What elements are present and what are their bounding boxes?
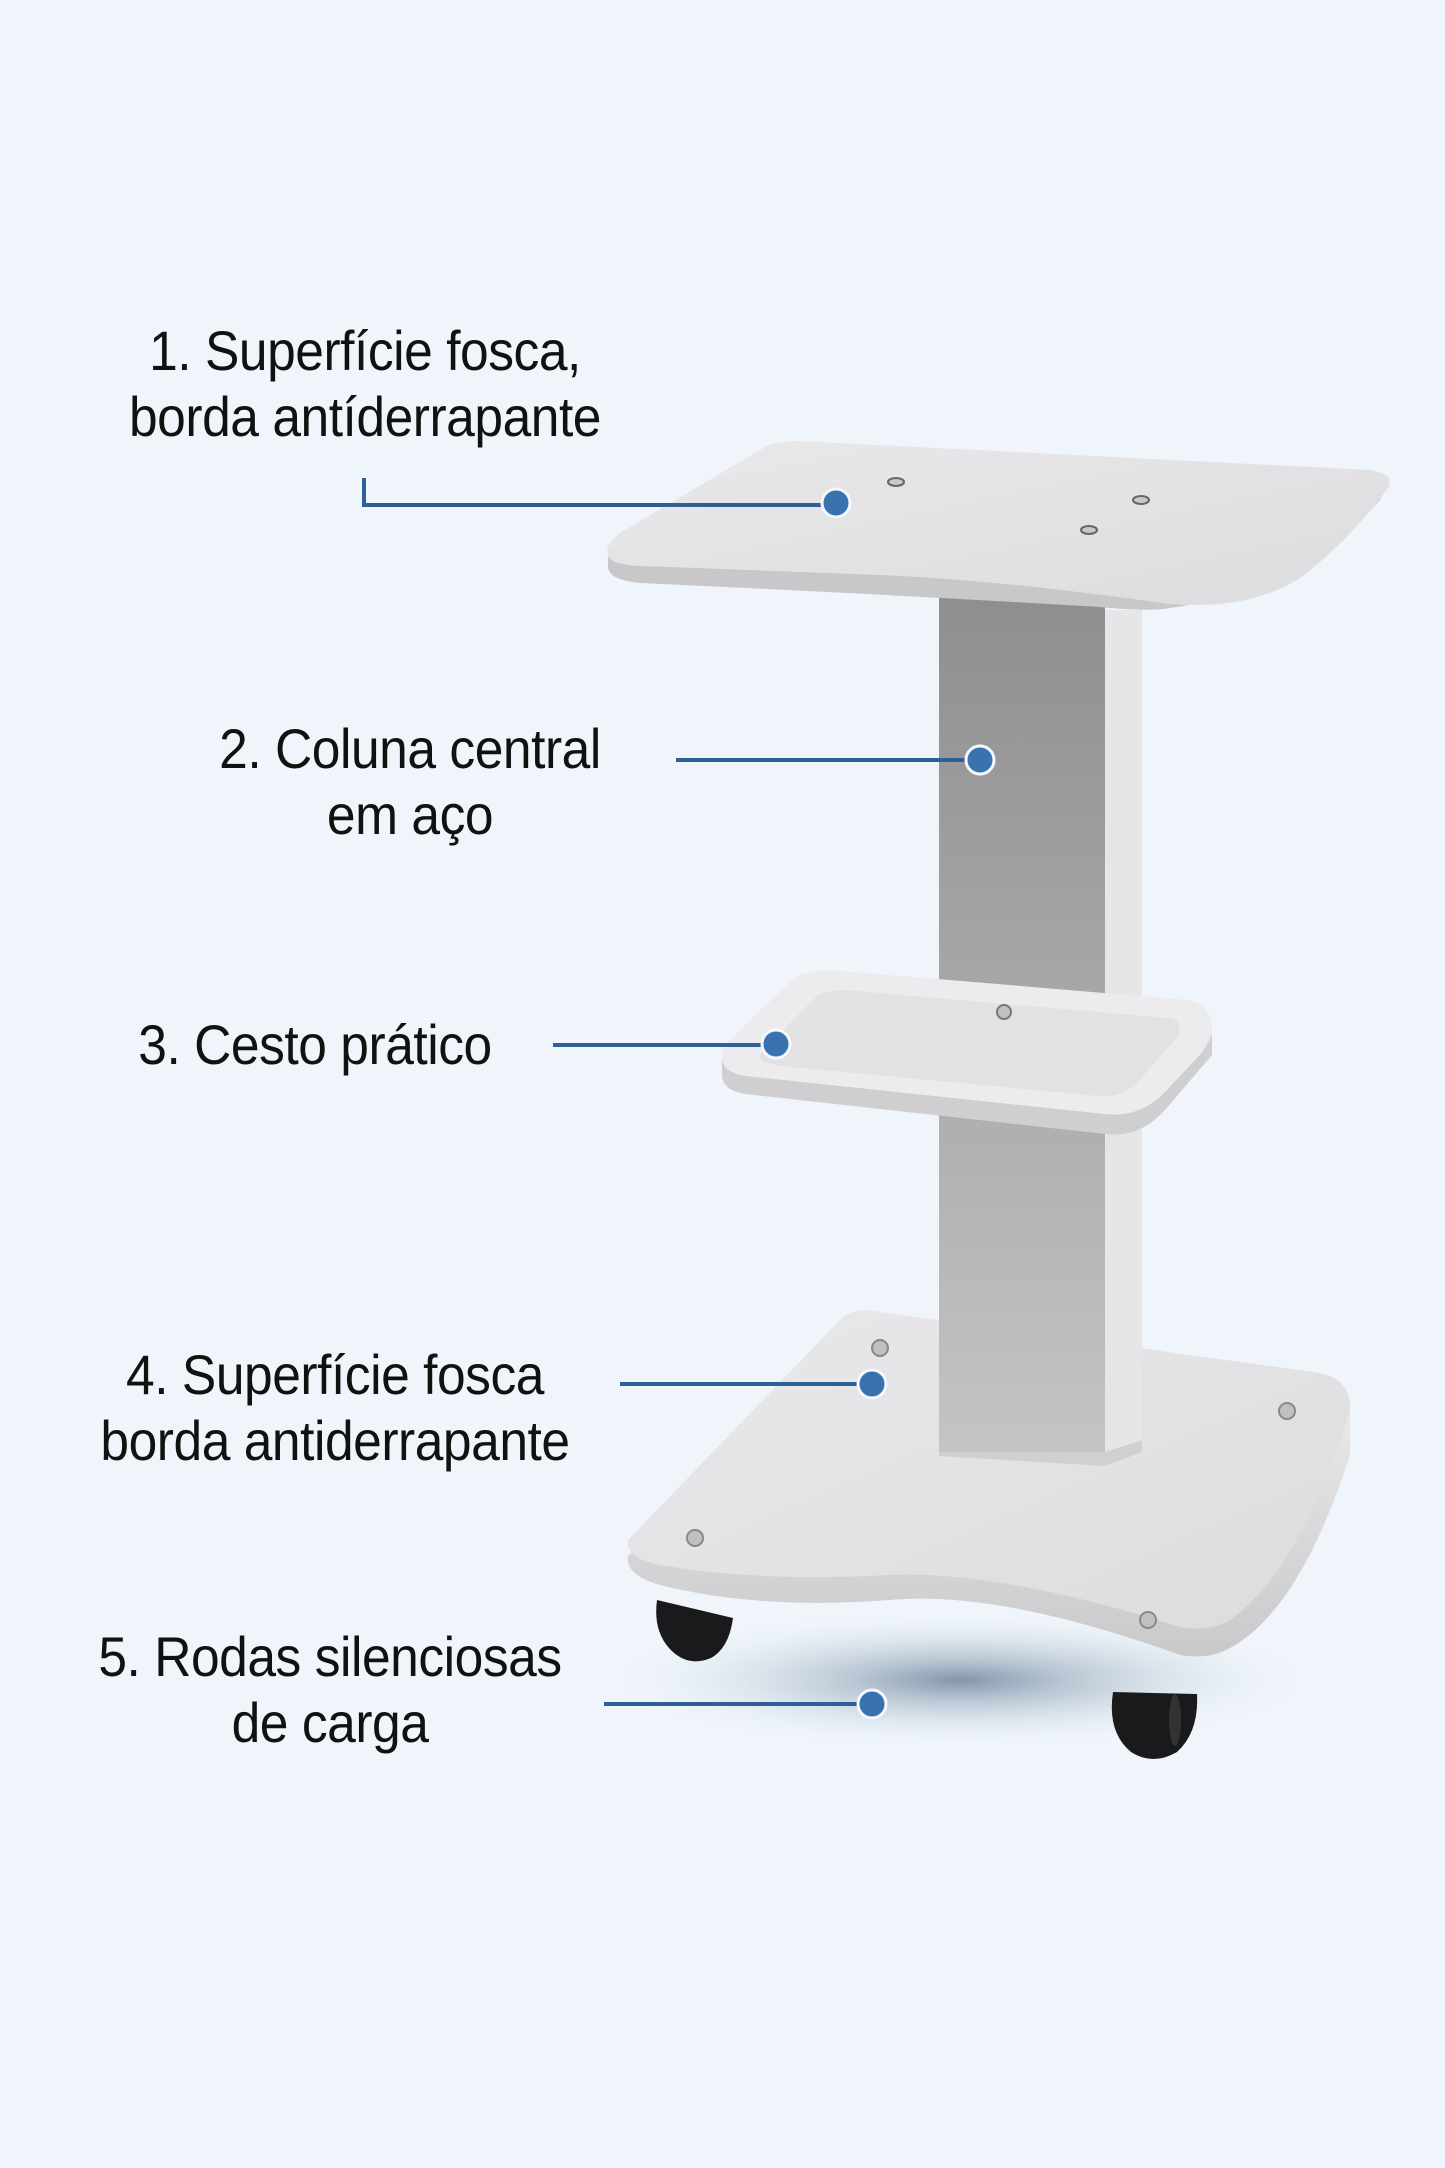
callout-2-line2: em aço <box>326 783 494 846</box>
callout-4-line2: borda antiderrapante <box>100 1409 570 1472</box>
top-tray <box>607 440 1390 610</box>
callout-5-label: 5. Rodas silenciosas de carga <box>95 1624 564 1756</box>
wheels <box>656 1600 1198 1759</box>
callout-5-line1: 5. Rodas silenciosas <box>98 1625 562 1688</box>
callout-2-leader <box>676 744 996 776</box>
callout-1-leader <box>362 478 852 519</box>
callout-5-dot <box>856 1688 888 1720</box>
middle-basket <box>722 970 1212 1135</box>
callout-4-line1: 4. Superfície fosca <box>126 1343 544 1406</box>
callout-3-leader <box>553 1028 792 1060</box>
callout-4-leader <box>620 1368 888 1400</box>
callout-2-label: 2. Coluna central em aço <box>171 716 649 848</box>
callout-5-line2: de carga <box>231 1691 429 1754</box>
callout-2-dot <box>964 744 996 776</box>
callout-5-leader <box>604 1688 888 1720</box>
callout-2-line1: 2. Coluna central <box>219 717 601 780</box>
callout-4-dot <box>856 1368 888 1400</box>
callout-1-line1: 1. Superfície fosca, <box>149 319 581 382</box>
callout-3-dot <box>760 1028 792 1060</box>
callout-1-dot <box>820 487 852 519</box>
callout-3-label: 3. Cesto prático <box>108 1012 522 1078</box>
callout-1-line2: borda antíderrapante <box>128 385 602 448</box>
base-plate <box>627 1310 1351 1657</box>
callout-4-label: 4. Superfície fosca borda antiderrapante <box>77 1342 592 1474</box>
callout-1-label: 1. Superfície fosca, borda antíderrapant… <box>66 318 664 450</box>
callout-3-line1: 3. Cesto prático <box>138 1013 492 1076</box>
